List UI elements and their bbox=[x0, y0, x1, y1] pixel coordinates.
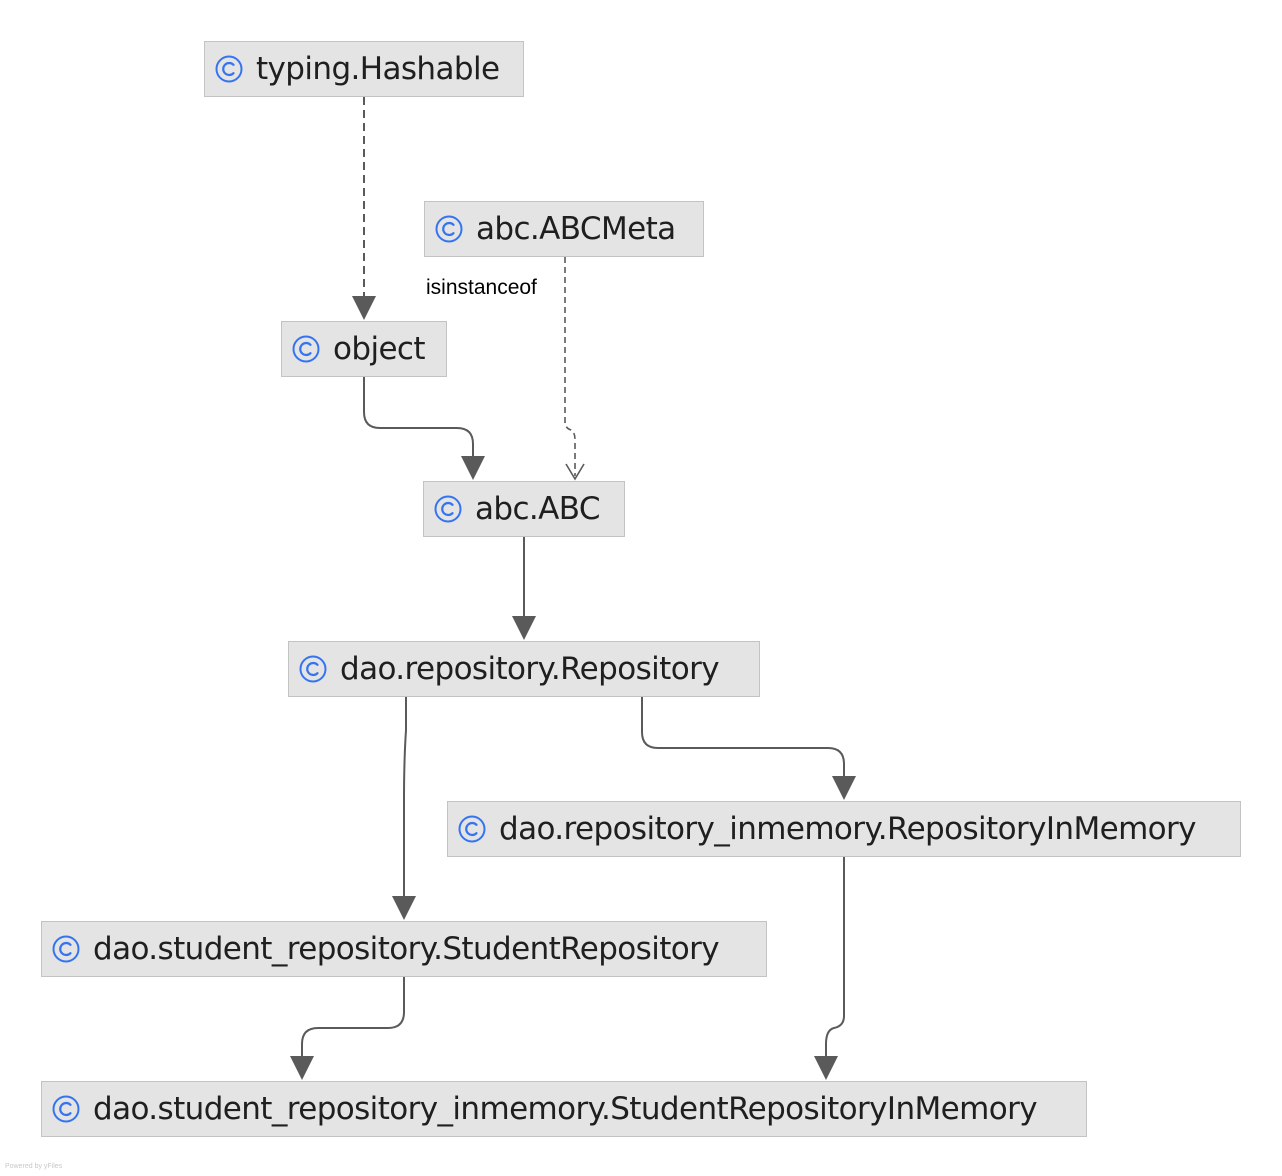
edge-repository-to-repoinmemory bbox=[641, 697, 845, 776]
class-icon bbox=[435, 215, 463, 243]
node-label: abc.ABCMeta bbox=[476, 211, 676, 247]
edge-studentrepo-to-studentrepoinmemory bbox=[301, 977, 405, 1056]
arrowhead-studentrepoinmemory-right bbox=[814, 1056, 838, 1080]
node-label: object bbox=[333, 331, 426, 367]
node-dao-repository-inmemory[interactable]: dao.repository_inmemory.RepositoryInMemo… bbox=[447, 801, 1241, 857]
node-dao-student-repository-inmemory[interactable]: dao.student_repository_inmemory.StudentR… bbox=[41, 1081, 1087, 1137]
arrowhead-object bbox=[352, 296, 376, 320]
node-label: abc.ABC bbox=[475, 491, 601, 527]
node-dao-repository-repository[interactable]: dao.repository.Repository bbox=[288, 641, 760, 697]
node-typing-hashable[interactable]: typing.Hashable bbox=[204, 41, 524, 97]
node-abc-abc[interactable]: abc.ABC bbox=[423, 481, 625, 537]
node-label: dao.repository.Repository bbox=[340, 651, 720, 687]
edge-abcmeta-to-abc bbox=[564, 257, 576, 476]
node-label: dao.repository_inmemory.RepositoryInMemo… bbox=[499, 811, 1197, 847]
class-icon bbox=[292, 335, 320, 363]
open-arrowhead-abc bbox=[565, 463, 585, 481]
node-label: dao.student_repository.StudentRepository bbox=[93, 931, 720, 967]
node-dao-student-repository[interactable]: dao.student_repository.StudentRepository bbox=[41, 921, 767, 977]
class-icon bbox=[458, 815, 486, 843]
node-label: dao.student_repository_inmemory.StudentR… bbox=[93, 1091, 1038, 1127]
class-icon bbox=[434, 495, 462, 523]
class-icon bbox=[52, 1095, 80, 1123]
edge-repository-to-studentrepo bbox=[403, 697, 407, 896]
node-abc-abcmeta[interactable]: abc.ABCMeta bbox=[424, 201, 704, 257]
edge-object-to-abc bbox=[363, 377, 474, 456]
arrowhead-repoinmemory bbox=[832, 776, 856, 800]
arrowhead-studentrepoinmemory-left bbox=[290, 1056, 314, 1080]
class-icon bbox=[52, 935, 80, 963]
class-icon bbox=[215, 55, 243, 83]
edge-repoinmemory-to-studentrepoinmemory bbox=[825, 857, 845, 1056]
powered-by-footer: Powered by yFiles bbox=[5, 1163, 63, 1170]
node-object[interactable]: object bbox=[281, 321, 447, 377]
node-label: typing.Hashable bbox=[256, 51, 500, 87]
edge-label-isinstanceof: isinstanceof bbox=[426, 276, 537, 299]
arrowhead-repository bbox=[512, 616, 536, 640]
arrowhead-studentrepo bbox=[392, 896, 416, 920]
arrowhead-abc bbox=[461, 456, 485, 480]
class-icon bbox=[299, 655, 327, 683]
